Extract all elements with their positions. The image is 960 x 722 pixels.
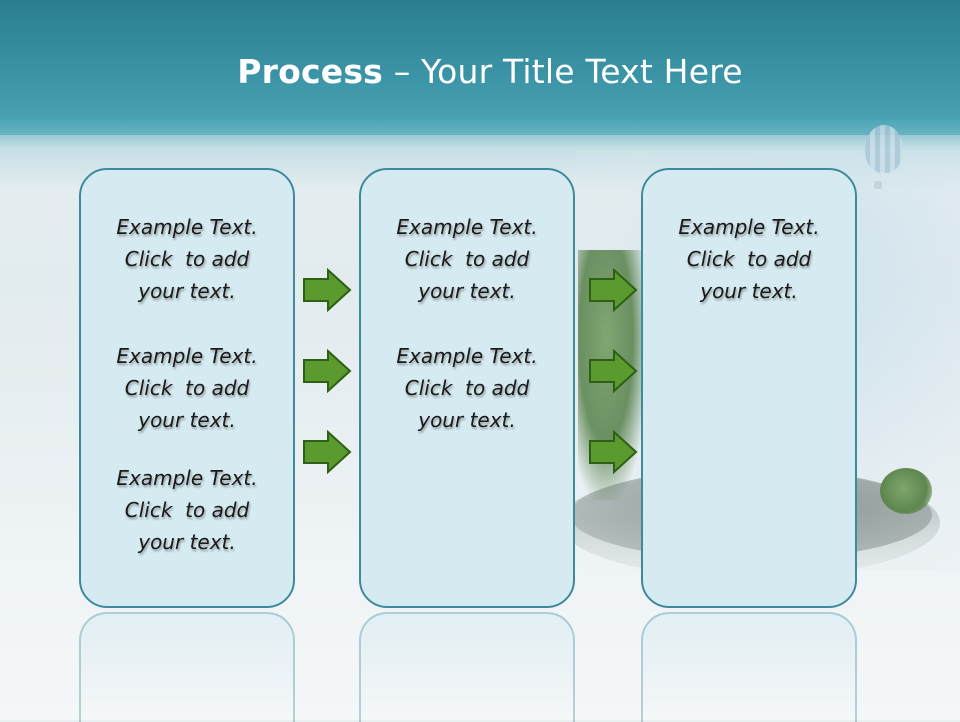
- title-rest: – Your Title Text Here: [383, 52, 743, 91]
- text-line: your text.: [138, 530, 236, 554]
- right-arrow-icon: [302, 268, 352, 312]
- text-line: Click to add: [124, 376, 250, 400]
- text-line: Click to add: [404, 247, 530, 271]
- right-arrow-icon: [302, 349, 352, 393]
- hot-air-balloon-icon: [865, 125, 903, 173]
- right-arrow-icon: [588, 430, 638, 474]
- slide-title[interactable]: Process – Your Title Text Here: [0, 52, 960, 91]
- text-line: your text.: [700, 279, 798, 303]
- process-box-2[interactable]: [359, 168, 575, 608]
- process-box-3[interactable]: [641, 168, 857, 608]
- box-1-text-1[interactable]: Example Text. Click to add your text.: [79, 211, 295, 307]
- text-line: your text.: [418, 408, 516, 432]
- text-line: your text.: [138, 279, 236, 303]
- text-line: Example Text.: [396, 344, 538, 368]
- text-line: Example Text.: [116, 344, 258, 368]
- right-arrow-icon: [588, 268, 638, 312]
- background-bush: [880, 468, 932, 514]
- process-box-1-reflection: [79, 612, 295, 722]
- text-line: Click to add: [124, 498, 250, 522]
- header-band: [0, 0, 960, 135]
- text-line: Click to add: [404, 376, 530, 400]
- text-line: your text.: [138, 408, 236, 432]
- title-bold: Process: [237, 52, 384, 91]
- text-line: Example Text.: [678, 215, 820, 239]
- box-1-text-3[interactable]: Example Text. Click to add your text.: [79, 462, 295, 558]
- right-arrow-icon: [302, 430, 352, 474]
- box-2-text-1[interactable]: Example Text. Click to add your text.: [359, 211, 575, 307]
- text-line: Click to add: [124, 247, 250, 271]
- box-3-text-1[interactable]: Example Text. Click to add your text.: [641, 211, 857, 307]
- text-line: Example Text.: [116, 466, 258, 490]
- text-line: your text.: [418, 279, 516, 303]
- balloon-basket: [874, 181, 882, 189]
- box-1-text-2[interactable]: Example Text. Click to add your text.: [79, 340, 295, 436]
- process-box-1[interactable]: [79, 168, 295, 608]
- right-arrow-icon: [588, 349, 638, 393]
- text-line: Example Text.: [396, 215, 538, 239]
- box-2-text-2[interactable]: Example Text. Click to add your text.: [359, 340, 575, 436]
- text-line: Click to add: [686, 247, 812, 271]
- text-line: Example Text.: [116, 215, 258, 239]
- process-box-3-reflection: [641, 612, 857, 722]
- process-box-2-reflection: [359, 612, 575, 722]
